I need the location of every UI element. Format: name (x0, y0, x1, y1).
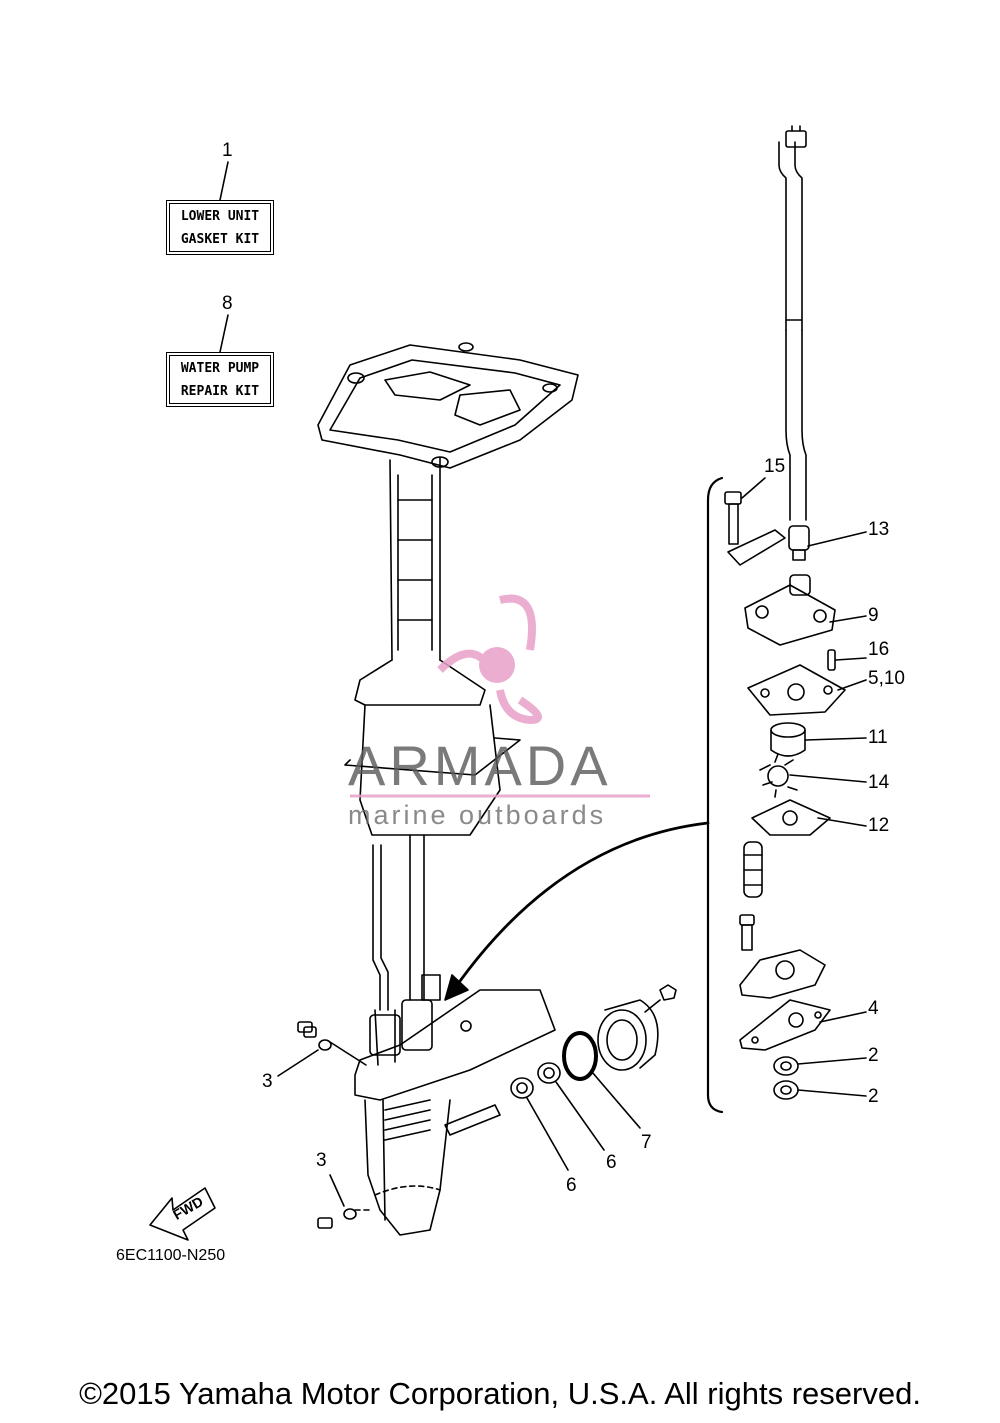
callout-7: 7 (641, 1132, 652, 1153)
callout-3a: 3 (262, 1071, 273, 1092)
gasket-5-10 (747, 664, 846, 716)
copyright-notice: ©2015 Yamaha Motor Corporation, U.S.A. A… (79, 1376, 921, 1411)
water-tube (778, 125, 807, 521)
outer-plate-12 (751, 799, 831, 836)
drive-shafts (372, 834, 441, 1011)
kit-bracket (706, 476, 724, 1114)
kit-number-8: 8 (222, 293, 233, 314)
callout-3b: 3 (316, 1150, 327, 1171)
callout-11: 11 (868, 727, 888, 748)
upper-casing-plate (317, 342, 579, 469)
gasket-4 (739, 999, 831, 1051)
leader-8 (219, 314, 229, 353)
kit-line: REPAIR KIT (180, 383, 260, 399)
bearing-2b (773, 1080, 799, 1100)
bolt-15 (724, 491, 742, 545)
o-ring (562, 1031, 598, 1081)
callout-9: 9 (868, 605, 879, 626)
oil-seal-6b (537, 1062, 561, 1084)
drain-plug-lower (317, 1208, 357, 1229)
callout-5-10: 5,10 (868, 668, 905, 689)
callout-13: 13 (868, 519, 890, 540)
watermark-subtitle: marine outboards (348, 800, 607, 830)
watermark-logo (437, 594, 542, 725)
propeller-shaft (444, 1104, 501, 1136)
water-pump-repair-kit-box: WATER PUMP REPAIR KIT (166, 352, 274, 407)
drain-plug-upper (297, 1021, 332, 1051)
gearcase (354, 989, 556, 1236)
pump-case-9 (744, 574, 836, 646)
water-tube-fitting (743, 841, 763, 898)
drive-shaft-housing (344, 457, 521, 836)
kit-line: GASKET KIT (180, 231, 260, 247)
pump-base (739, 914, 826, 999)
fwd-arrow (149, 1187, 216, 1241)
impeller-14 (759, 753, 798, 798)
pin-16 (827, 649, 836, 671)
callout-2b: 2 (868, 1086, 879, 1107)
callout-4: 4 (868, 998, 879, 1019)
callout-14: 14 (868, 772, 890, 793)
diagram-code: 6EC1100-N250 (116, 1247, 226, 1264)
insert-cartridge-11 (770, 722, 806, 757)
callout-15: 15 (764, 456, 786, 477)
callout-12: 12 (868, 815, 890, 836)
callout-6b: 6 (606, 1152, 617, 1173)
leader-1 (219, 161, 229, 201)
bearing-2a (773, 1056, 799, 1076)
lower-unit-gasket-kit-box: LOWER UNIT GASKET KIT (166, 200, 274, 255)
kit-line: WATER PUMP (180, 360, 260, 376)
callout-2a: 2 (868, 1045, 879, 1066)
assembly-arrow (453, 821, 710, 990)
propeller-shaft-housing (597, 984, 677, 1071)
grommet-13 (788, 525, 810, 561)
callout-16: 16 (868, 639, 890, 660)
kit-line: LOWER UNIT (180, 208, 260, 224)
kit-number-1: 1 (222, 140, 233, 161)
callout-6a: 6 (566, 1175, 577, 1196)
plate (727, 529, 786, 566)
oil-seal-6a (510, 1077, 534, 1099)
watermark-title: ARMADA (348, 734, 612, 797)
